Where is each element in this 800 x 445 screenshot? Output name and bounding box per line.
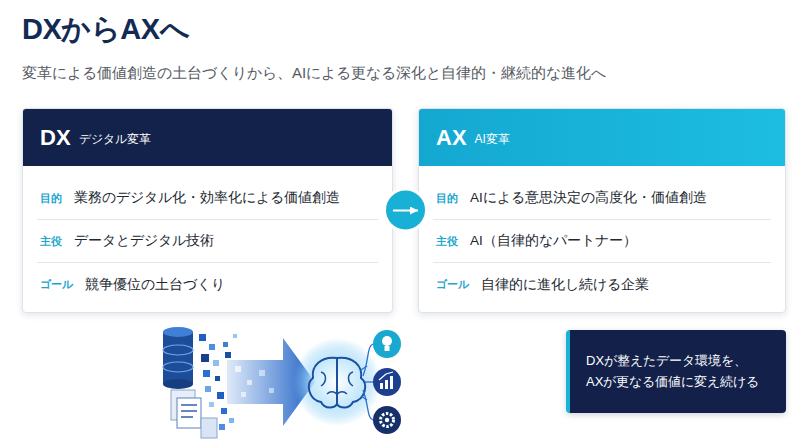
summary-note: DXが整えたデータ環境を、 AXが更なる価値に変え続ける [566, 330, 786, 413]
document-line [181, 416, 193, 418]
growth-chart-icon [373, 368, 401, 396]
pixel [235, 366, 241, 372]
row-label: ゴール [436, 277, 469, 292]
card-header: AX AI変革 [419, 109, 785, 166]
card-row: 主役 AI（自律的なパートナー） [433, 220, 771, 263]
server-body [163, 332, 193, 384]
row-value: 業務のデジタル化・効率化による価値創造 [74, 189, 340, 207]
pixel [225, 352, 231, 358]
document-line [181, 410, 197, 412]
server-stack [163, 327, 193, 389]
document-line [181, 404, 197, 406]
pixel [209, 402, 214, 407]
circuit-lines [361, 344, 373, 420]
row-value: 自律的に進化し続ける企業 [481, 276, 649, 294]
arrow-pixels [235, 366, 274, 397]
card-body: 目的業務のデジタル化・効率化による価値創造主役データとデジタル技術ゴール競争優位… [23, 166, 392, 306]
chart-trend [379, 372, 393, 380]
circuit-line [363, 344, 373, 376]
icon-circle [373, 406, 401, 434]
ax-card: AX AI変革目的 AIによる意思決定の高度化・価値創造主役 AI（自律的なパートナー… [418, 108, 786, 313]
circuit-line [363, 390, 373, 420]
brain-left [309, 358, 337, 408]
pixel [269, 388, 274, 393]
server-top [163, 327, 193, 337]
brain-symbol [309, 358, 365, 408]
pixel [213, 360, 219, 366]
pixel [201, 354, 209, 362]
subtitle-text: 変革による価値創造の土台づくりから、AIによる更なる深化と自律的・継続的な進化へ [22, 64, 606, 83]
row-value: データとデジタル技術 [74, 232, 214, 250]
gear-icon [373, 406, 401, 434]
card-subtitle: AI変革 [475, 131, 510, 148]
pixel [205, 386, 211, 392]
circuit-line [361, 396, 367, 400]
gear-hub [385, 418, 389, 422]
bulb-base [385, 346, 390, 351]
pixel [229, 418, 234, 423]
document-sheet [177, 398, 201, 428]
chart-bar [390, 376, 393, 389]
chart-bar [385, 380, 388, 389]
page-title: DXからAXへ [22, 10, 189, 50]
card-header: DX デジタル変革 [23, 109, 392, 166]
card-title: DX [40, 125, 71, 151]
icon-circle [373, 368, 401, 396]
dx-card: DXデジタル変革目的業務のデジタル化・効率化による価値創造主役データとデジタル技… [22, 108, 393, 313]
card-row: 主役データとデジタル技術 [37, 220, 378, 263]
note-text: DXが整えたデータ環境を、 AXが更なる価値に変え続ける [586, 351, 778, 393]
circuit-line [361, 366, 367, 370]
pixel [217, 392, 224, 399]
pixel [215, 376, 220, 381]
dx-ax-illustration [155, 320, 445, 445]
card-row: 目的業務のデジタル化・効率化による価値創造 [37, 177, 378, 220]
pixel [209, 344, 215, 350]
row-label: 主役 [436, 234, 458, 249]
icon-circle [373, 330, 401, 358]
row-label: 主役 [40, 234, 62, 249]
brain-glow [293, 338, 381, 426]
row-label: 目的 [40, 191, 62, 206]
server-bottom [163, 379, 193, 389]
pixel [233, 334, 237, 338]
pixel [219, 424, 225, 430]
server-ring [163, 362, 193, 372]
pixel [247, 380, 252, 385]
server-ring [163, 345, 193, 355]
chart-bar [380, 383, 383, 389]
gear-teeth [381, 414, 394, 427]
card-row: 目的 AIによる意思決定の高度化・価値創造 [433, 177, 771, 220]
bulb-glass [382, 336, 392, 346]
pixel [259, 370, 265, 376]
row-value: 競争優位の土台づくり [85, 276, 225, 294]
pixel [199, 334, 206, 341]
card-row: ゴール競争優位の土台づくり [37, 263, 378, 306]
card-row: ゴール自律的に進化し続ける企業 [433, 263, 771, 306]
brain-right [337, 358, 365, 408]
pixel [221, 408, 227, 414]
row-value: AI（自律的なパートナー） [470, 232, 637, 250]
row-value: AIによる意思決定の高度化・価値創造 [470, 189, 707, 207]
row-label: ゴール [40, 277, 73, 292]
document-stack [171, 390, 217, 438]
circuit-line [365, 381, 373, 382]
row-label: 目的 [436, 191, 458, 206]
card-body: 目的 AIによる意思決定の高度化・価値創造主役 AI（自律的なパートナー） ゴール自律… [419, 166, 785, 306]
flow-connector [393, 210, 418, 212]
card-title: AX [436, 125, 467, 151]
idea-icon [373, 330, 401, 358]
pixel [223, 342, 228, 347]
edge-group [393, 210, 418, 211]
pixel [241, 392, 246, 397]
pixel [203, 370, 210, 377]
brain-folds [321, 372, 353, 396]
document-sheet [201, 418, 217, 438]
card-subtitle: デジタル変革 [79, 131, 151, 148]
